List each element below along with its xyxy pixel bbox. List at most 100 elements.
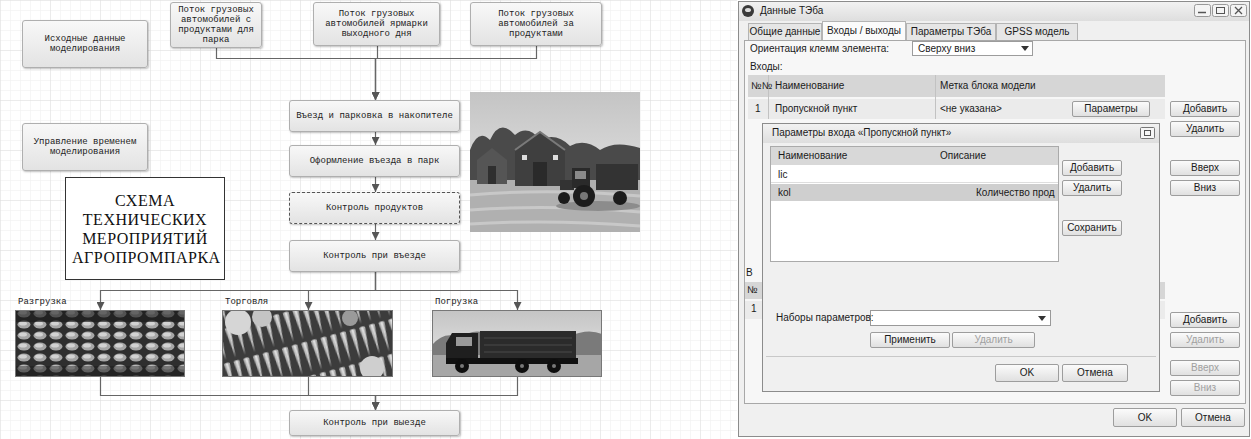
box-text: Управление временем моделирования xyxy=(27,137,143,157)
box-text: Поток грузовых автомобилей за продуктами xyxy=(475,9,597,39)
farm-photo xyxy=(572,168,590,188)
process-box: Поток грузовых автомобилей за продуктами xyxy=(470,2,602,46)
table-cell: lic xyxy=(778,169,787,181)
tab-label: Параметры ТЭба xyxy=(911,26,991,38)
button: Вниз xyxy=(1170,180,1240,196)
column-header: № xyxy=(747,284,758,296)
tab-label: Общие данные xyxy=(750,26,821,38)
field-label: Наборы параметров: xyxy=(776,312,874,324)
connector xyxy=(101,377,376,410)
dialog-frame xyxy=(739,2,1250,437)
button-label: Отмена xyxy=(1077,367,1113,379)
button: Добавить xyxy=(1170,312,1240,328)
box-text: Исходные данные моделирования xyxy=(27,34,143,54)
vegetables-photo xyxy=(342,310,358,326)
farm-photo xyxy=(596,164,638,190)
photo-heading: Разгрузка xyxy=(18,297,67,307)
dialog-frame xyxy=(745,41,1246,404)
box-text: Поток грузовых автомобилей ярмарки выход… xyxy=(318,9,435,39)
truck-photo xyxy=(432,310,602,377)
button: Вверх xyxy=(1170,160,1240,176)
connector xyxy=(309,272,376,310)
dialog-frame xyxy=(745,8,751,12)
inner-dialog-frame xyxy=(762,123,1160,392)
button-label: Сохранить xyxy=(1067,222,1117,234)
process-box: Контроль при въезде xyxy=(289,240,460,272)
truck-photo xyxy=(547,359,561,373)
button: Удалить xyxy=(1062,180,1122,196)
truck-photo xyxy=(432,355,602,377)
column-header: Описание xyxy=(940,150,986,162)
button-label: Параметры xyxy=(1084,103,1137,115)
inner-dialog-frame xyxy=(871,311,1051,326)
box-text: Поток грузовых автомобилей с продуктами … xyxy=(175,5,257,45)
dialog-window: Данные ТЭбаОбщие данныеВходы / выходыПар… xyxy=(738,1,1250,437)
table-cell: 1 xyxy=(751,303,757,315)
tab: Входы / выходы xyxy=(822,21,906,40)
vegetables-photo xyxy=(252,310,272,327)
truck-photo xyxy=(520,364,524,368)
tab-label: GPSS модель xyxy=(1005,26,1070,38)
farm-photo xyxy=(533,162,547,186)
section-label: В xyxy=(746,267,753,279)
dialog-frame xyxy=(748,75,1165,97)
dialog-window: Параметры входа «Пропускной пункт»Добави… xyxy=(762,123,1160,392)
farm-photo xyxy=(477,148,507,184)
inner-dialog-frame xyxy=(1141,128,1155,139)
farm-photo xyxy=(558,192,570,204)
button-label: Применить xyxy=(884,334,936,346)
process-box: Управление временем моделирования xyxy=(22,123,148,171)
button-label: Вверх xyxy=(1191,362,1219,374)
box-text: Контроль продуктов xyxy=(294,203,455,213)
combo-box: Сверху вниз xyxy=(912,41,1033,56)
dialog-frame xyxy=(739,2,1250,437)
bread-photo xyxy=(15,310,185,377)
dialog-frame xyxy=(739,2,1249,21)
button-label: OK xyxy=(1138,412,1152,424)
process-box: Поток грузовых автомобилей ярмарки выход… xyxy=(313,2,440,46)
connector xyxy=(375,177,376,192)
button: Добавить xyxy=(1170,101,1240,117)
box-text: Контроль при выезде xyxy=(294,418,455,428)
process-box: Въезд и парковка в накопителе xyxy=(289,100,460,132)
table-cell: Количество прод xyxy=(976,187,1055,199)
field-label: Ориентация клемм элемента: xyxy=(750,43,889,55)
button: Удалить xyxy=(1170,332,1240,348)
dialog-frame xyxy=(1231,5,1247,17)
inner-dialog-frame xyxy=(771,147,1058,165)
vegetables-photo xyxy=(222,310,393,377)
farm-photo xyxy=(575,171,586,179)
farm-photo xyxy=(580,192,588,200)
process-box: Контроль продуктов xyxy=(289,192,460,224)
inner-dialog-frame xyxy=(771,147,1059,262)
dialog-frame xyxy=(912,41,1033,56)
truck-photo xyxy=(432,310,602,377)
inner-dialog-frame xyxy=(763,124,1159,143)
photo-frame: Разгрузка xyxy=(15,310,185,377)
photo-heading: Торговля xyxy=(225,297,268,307)
button-label: Вверх xyxy=(1191,162,1219,174)
table-cell: kol xyxy=(778,187,791,199)
button-label: Удалить xyxy=(1186,123,1224,135)
button: OK xyxy=(1113,408,1177,427)
bread-photo xyxy=(15,310,185,322)
button-label: Добавить xyxy=(1183,314,1227,326)
farm-photo xyxy=(515,132,565,150)
farm-photo xyxy=(573,185,595,207)
process-box: Исходные данные моделирования xyxy=(22,20,148,68)
connector xyxy=(309,377,376,410)
truck-photo xyxy=(552,364,556,368)
farm-photo xyxy=(488,166,496,184)
dialog-frame xyxy=(742,5,754,17)
button-label: Добавить xyxy=(1183,103,1227,115)
connector xyxy=(376,46,537,100)
dialog-frame xyxy=(1213,5,1229,17)
column-header: Наименование xyxy=(775,80,844,92)
tab: Общие данные xyxy=(748,23,822,40)
button-label: Вниз xyxy=(1194,182,1216,194)
section-label: Входы: xyxy=(750,61,783,73)
vegetables-photo xyxy=(360,356,384,377)
truck-photo xyxy=(484,338,572,352)
truck-photo xyxy=(456,337,472,346)
grid-canvas xyxy=(0,0,737,439)
